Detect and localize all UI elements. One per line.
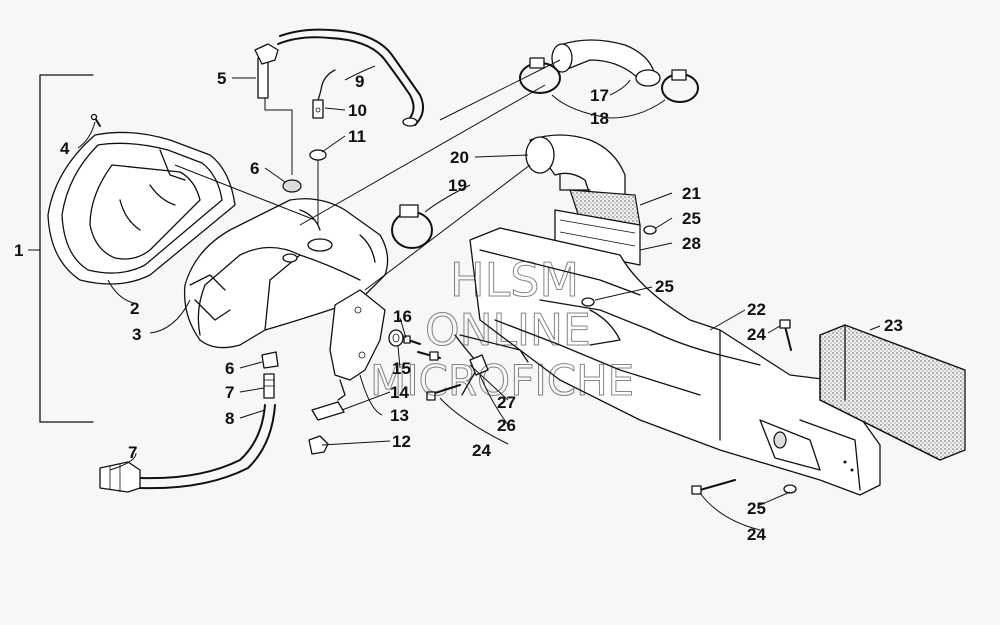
callout-23: 23 bbox=[884, 316, 903, 335]
clamp-19 bbox=[391, 204, 433, 249]
callout-1: 1 bbox=[14, 241, 23, 260]
screw-24-a bbox=[779, 319, 792, 351]
watermark-line-3: MICROFICHE bbox=[370, 356, 634, 405]
callout-21: 21 bbox=[682, 184, 701, 203]
callout-24-c: 24 bbox=[747, 525, 766, 544]
callout-labels: 1 2 3 4 5 6 6 7 7 8 9 10 11 12 13 14 15 … bbox=[14, 69, 903, 544]
callout-8: 8 bbox=[225, 409, 234, 428]
callout-13: 13 bbox=[390, 406, 409, 425]
callout-28: 28 bbox=[682, 234, 701, 253]
callout-11: 11 bbox=[348, 127, 366, 146]
callout-6-lower: 6 bbox=[225, 359, 234, 378]
callout-7-lower: 7 bbox=[128, 443, 137, 462]
callout-20: 20 bbox=[450, 148, 469, 167]
bushing-14 bbox=[311, 401, 345, 421]
clip-27 bbox=[469, 354, 489, 376]
callout-19: 19 bbox=[448, 176, 467, 195]
sensor-10 bbox=[312, 69, 336, 119]
washer-15 bbox=[388, 329, 404, 347]
intake-duct-22 bbox=[469, 227, 881, 496]
callout-14: 14 bbox=[390, 383, 409, 402]
bolt-lower bbox=[417, 351, 441, 361]
callout-4: 4 bbox=[60, 139, 70, 158]
nut-12 bbox=[308, 435, 329, 455]
washer-25-a bbox=[643, 225, 657, 235]
callout-24-b: 24 bbox=[472, 441, 491, 460]
grommet-11 bbox=[309, 149, 327, 161]
callout-2: 2 bbox=[130, 299, 139, 318]
leader-lines bbox=[28, 59, 881, 531]
callout-22: 22 bbox=[747, 300, 766, 319]
callout-24-a: 24 bbox=[747, 325, 766, 344]
callout-27: 27 bbox=[497, 393, 516, 412]
callout-25-b: 25 bbox=[655, 277, 674, 296]
callout-16: 16 bbox=[393, 307, 412, 326]
screw-24-c bbox=[426, 384, 461, 401]
callout-7-upper: 7 bbox=[225, 383, 234, 402]
screw-24-b bbox=[691, 479, 736, 495]
callout-9: 9 bbox=[355, 72, 364, 91]
watermark: HLSM ONLINE MICROFICHE bbox=[370, 253, 635, 406]
callout-17: 17 bbox=[590, 86, 609, 105]
group-bracket bbox=[39, 74, 94, 423]
air-box-body bbox=[183, 198, 389, 349]
callout-6-upper: 6 bbox=[250, 159, 259, 178]
breather-hose-9 bbox=[277, 28, 425, 127]
drain-hose-8 bbox=[139, 404, 276, 490]
coupler-17 bbox=[551, 39, 661, 87]
callout-15: 15 bbox=[392, 359, 411, 378]
callout-25-c: 25 bbox=[747, 499, 766, 518]
watermark-line-2: ONLINE bbox=[425, 305, 591, 356]
bolt-16 bbox=[403, 335, 421, 345]
grommet-6-lower bbox=[261, 351, 279, 369]
elbow-fitting-5 bbox=[254, 43, 279, 99]
washer-25-b bbox=[581, 297, 595, 307]
filter-element-23 bbox=[819, 324, 966, 461]
clamp-18-left bbox=[519, 57, 561, 94]
callout-18: 18 bbox=[590, 109, 609, 128]
grommet-6-upper bbox=[282, 179, 302, 193]
callout-12: 12 bbox=[392, 432, 411, 451]
fitting-7-upper bbox=[263, 373, 275, 399]
callout-3: 3 bbox=[132, 325, 141, 344]
intake-elbow-20 bbox=[525, 134, 626, 196]
callout-5: 5 bbox=[217, 69, 226, 88]
callout-25-a: 25 bbox=[682, 209, 701, 228]
washer-25-c bbox=[783, 484, 797, 494]
clamp-18-right bbox=[661, 69, 699, 103]
leader bbox=[264, 98, 293, 175]
watermark-line-1: HLSM bbox=[450, 253, 579, 307]
mount-bracket bbox=[329, 289, 386, 401]
callout-10: 10 bbox=[348, 101, 367, 120]
callout-26: 26 bbox=[497, 416, 516, 435]
screw-4 bbox=[90, 113, 101, 127]
